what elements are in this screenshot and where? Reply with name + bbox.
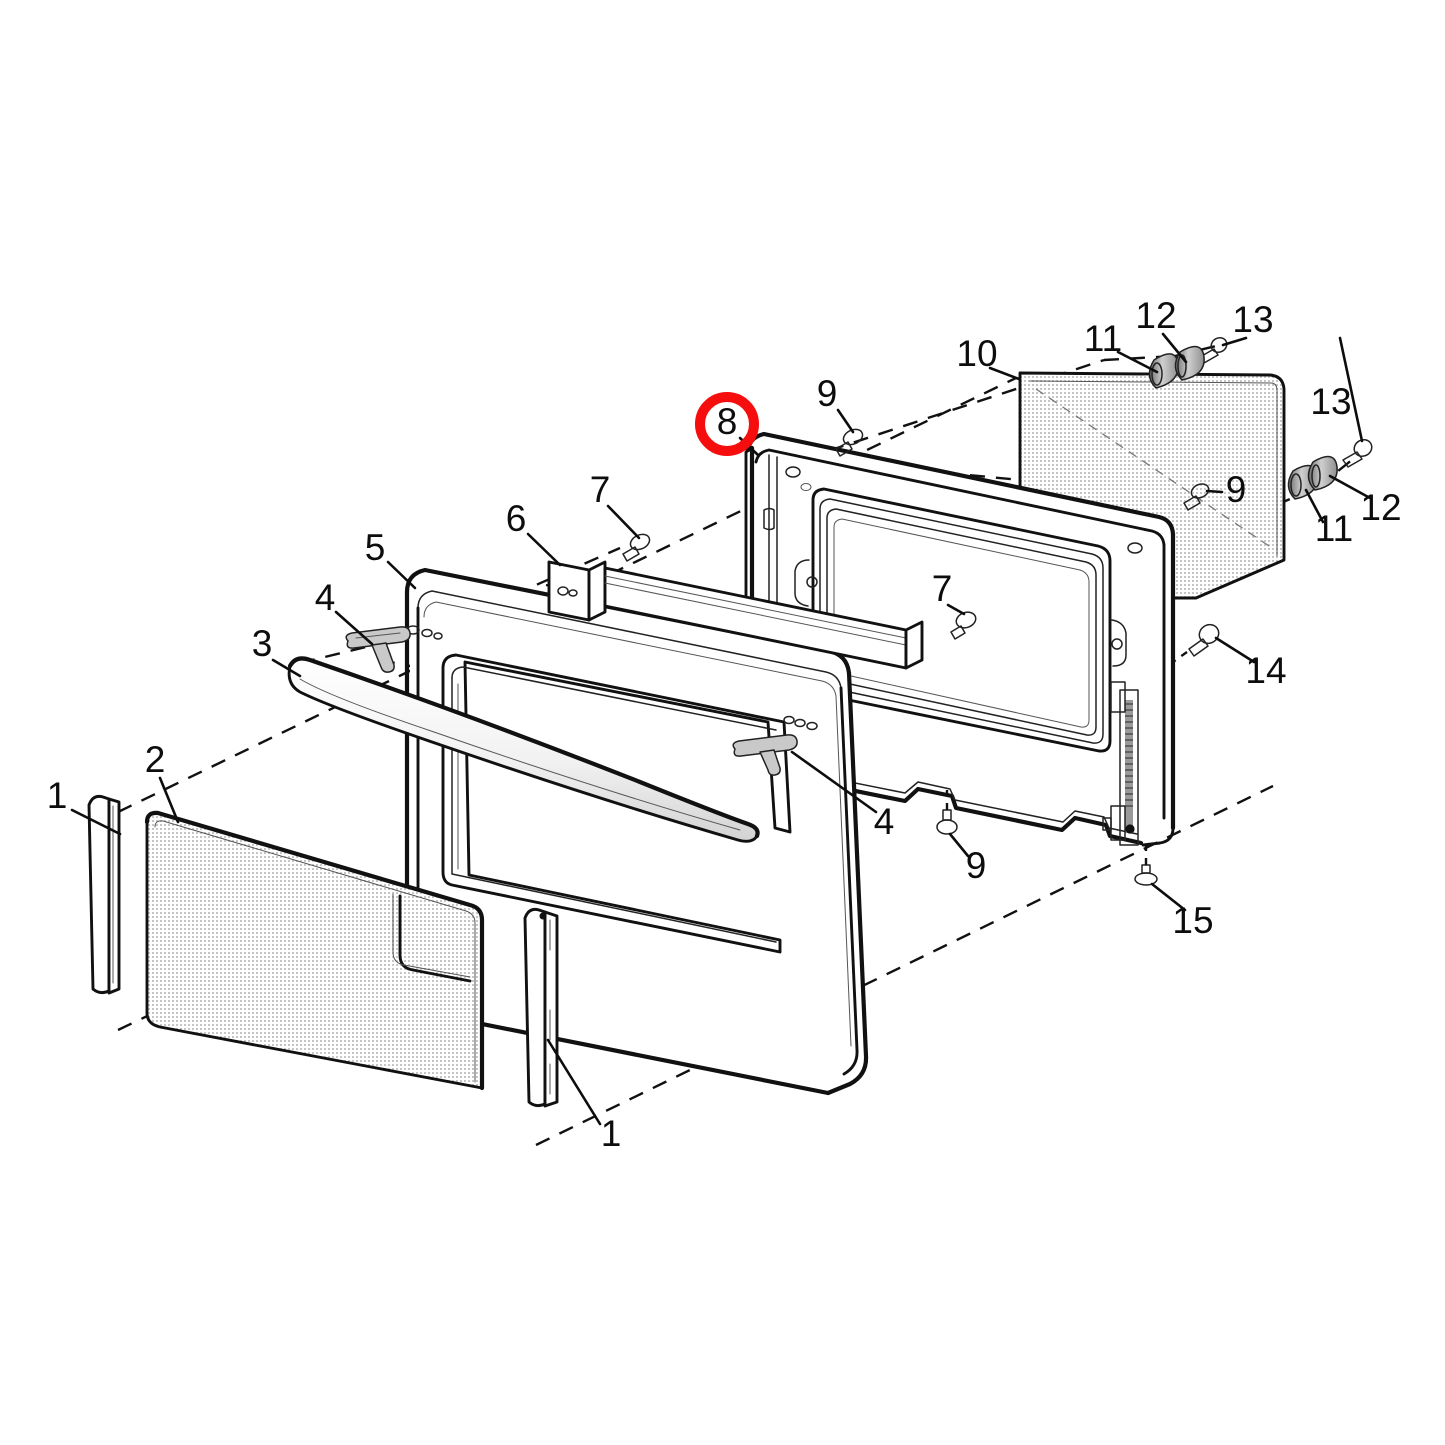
callout-label-4-handle-bracket-right[interactable]: 4 <box>874 801 895 842</box>
callout-label-9-screw-upper[interactable]: 9 <box>817 373 838 414</box>
part-1-side-trim-left[interactable] <box>87 794 121 995</box>
part-9-screw-lower[interactable] <box>936 790 958 835</box>
callout-label-11-hinge-bushing-upper[interactable]: 11 <box>1084 318 1122 359</box>
part-1-side-trim-right[interactable] <box>523 907 559 1108</box>
part-14-hinge-screw[interactable] <box>1172 621 1222 663</box>
part-15-screw-bottom-hinge[interactable] <box>1134 845 1158 886</box>
callout-label-4-handle-bracket-left[interactable]: 4 <box>315 577 336 618</box>
callout-label-13-screw-hinge-lower[interactable]: 13 <box>1310 381 1351 422</box>
part-6-trim-end-cap[interactable] <box>547 560 607 622</box>
callout-label-7-screw-liner-center[interactable]: 7 <box>932 568 953 609</box>
callout-label-8-inner-door-liner[interactable]: 8 <box>717 401 738 442</box>
callout-label-9-screw-mid-right[interactable]: 9 <box>1226 469 1247 510</box>
callout-label-9-screw-lower[interactable]: 9 <box>966 845 987 886</box>
callout-label-6-trim-end-cap[interactable]: 6 <box>506 498 527 539</box>
callout-label-5-outer-door-panel[interactable]: 5 <box>365 527 386 568</box>
callout-label-10-insulation-panel[interactable]: 10 <box>956 333 997 374</box>
highlighted-part-marker <box>695 392 759 456</box>
callout-label-7-screw-liner-upper-left[interactable]: 7 <box>590 469 611 510</box>
callout-label-1-side-trim-strip-left[interactable]: 1 <box>47 775 68 816</box>
part-9-screw-mid-right[interactable] <box>1183 481 1211 511</box>
liner-screw-holes <box>785 466 1143 554</box>
part-12-hinge-cap-lower[interactable] <box>1307 455 1338 491</box>
part-8-inner-door-liner[interactable] <box>744 431 1176 847</box>
part-11-hinge-bushing-upper[interactable] <box>1148 353 1179 389</box>
callout-label-3-door-handle[interactable]: 3 <box>252 623 273 664</box>
callout-label-2-outer-door-glass[interactable]: 2 <box>145 739 166 780</box>
callout-label-13-screw-hinge-upper[interactable]: 13 <box>1232 299 1273 340</box>
callout-label-14-hinge-screw[interactable]: 14 <box>1245 650 1286 691</box>
callout-label-11-hinge-bushing-lower[interactable]: 11 <box>1315 508 1353 549</box>
callout-label-12-hinge-cap-upper[interactable]: 12 <box>1135 295 1176 336</box>
callout-label-12-hinge-cap-lower[interactable]: 12 <box>1360 487 1401 528</box>
handle-hole-marks-right <box>783 715 818 731</box>
part-9-screw-upper[interactable] <box>835 426 865 457</box>
trim-bar <box>603 566 924 670</box>
part-2-outer-door-glass[interactable] <box>144 810 485 1091</box>
part-4-handle-bracket-left[interactable] <box>345 626 411 673</box>
part-12-hinge-cap-upper[interactable] <box>1174 345 1205 381</box>
part-5-outer-door-panel[interactable] <box>404 567 869 1096</box>
liner-hinge-rail <box>1102 681 1139 846</box>
callout-label-15-screw-bottom-hinge[interactable]: 15 <box>1172 900 1213 941</box>
callout-label-1-side-trim-strip-right[interactable]: 1 <box>601 1113 622 1154</box>
part-13-screw-hinge-lower[interactable] <box>1342 437 1375 468</box>
part-3-door-handle[interactable] <box>287 656 760 843</box>
part-4-handle-bracket-right[interactable] <box>732 734 798 776</box>
